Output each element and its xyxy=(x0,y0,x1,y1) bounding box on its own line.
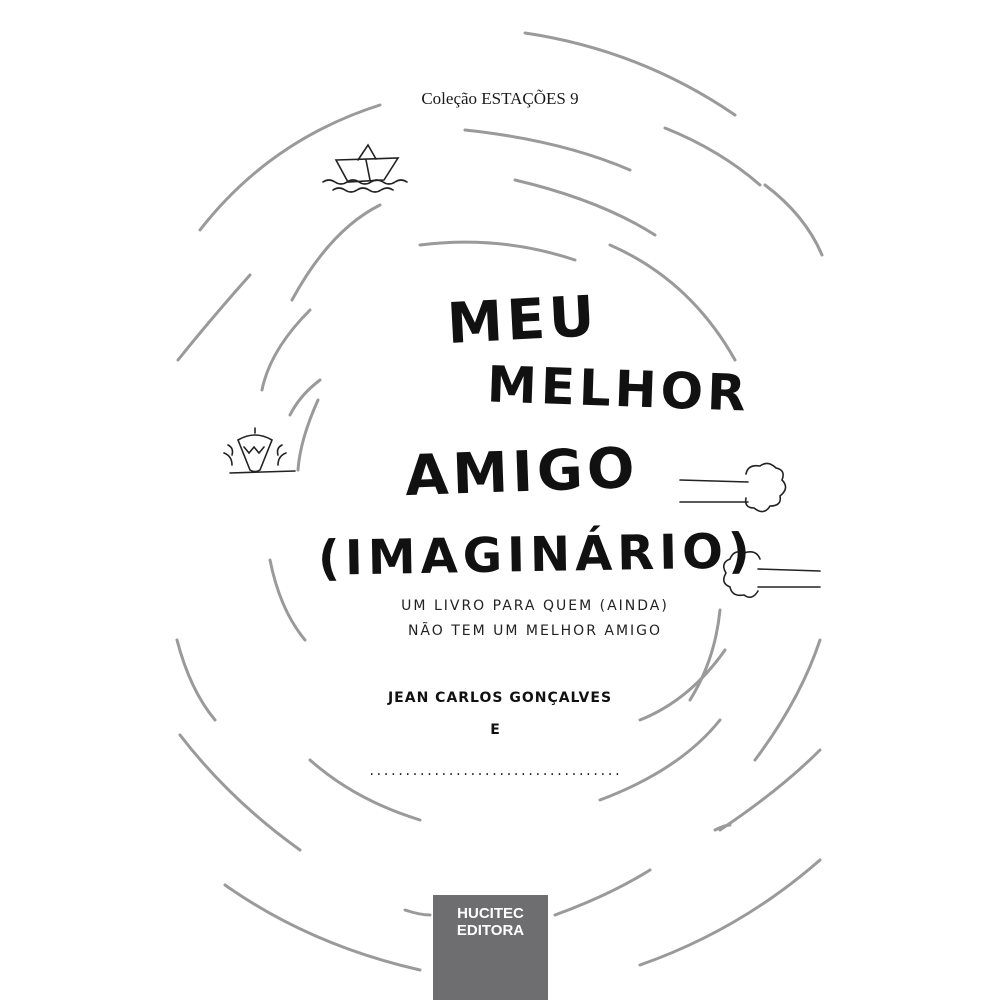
author-name: JEAN CARLOS GONÇALVES xyxy=(387,690,613,706)
second-author-blank: ................................... xyxy=(368,764,621,778)
book-cover xyxy=(177,0,823,1000)
publisher-line-1: HUCITEC xyxy=(457,905,524,922)
subtitle-line-2: NÃO TEM UM MELHOR AMIGO xyxy=(407,623,663,639)
wind-cloud-icon xyxy=(679,462,787,513)
title-line-2: MELHOR xyxy=(486,355,751,423)
paper-boat-icon xyxy=(322,143,408,193)
title-line-3: AMIGO xyxy=(403,435,640,510)
subtitle-line-1: UM LIVRO PARA QUEM (AINDA) xyxy=(401,598,669,614)
title-line-1: MEU xyxy=(445,284,601,357)
shipwreck-icon xyxy=(223,427,296,474)
title-line-4: (IMAGINÁRIO) xyxy=(317,523,756,587)
publisher-logo: HUCITEC EDITORA xyxy=(433,895,548,1000)
publisher-line-2: EDITORA xyxy=(456,922,525,939)
conjunction: E xyxy=(490,722,500,738)
series-label: Coleção ESTAÇÕES 9 xyxy=(421,89,579,108)
wind-cloud-icon xyxy=(722,551,821,599)
